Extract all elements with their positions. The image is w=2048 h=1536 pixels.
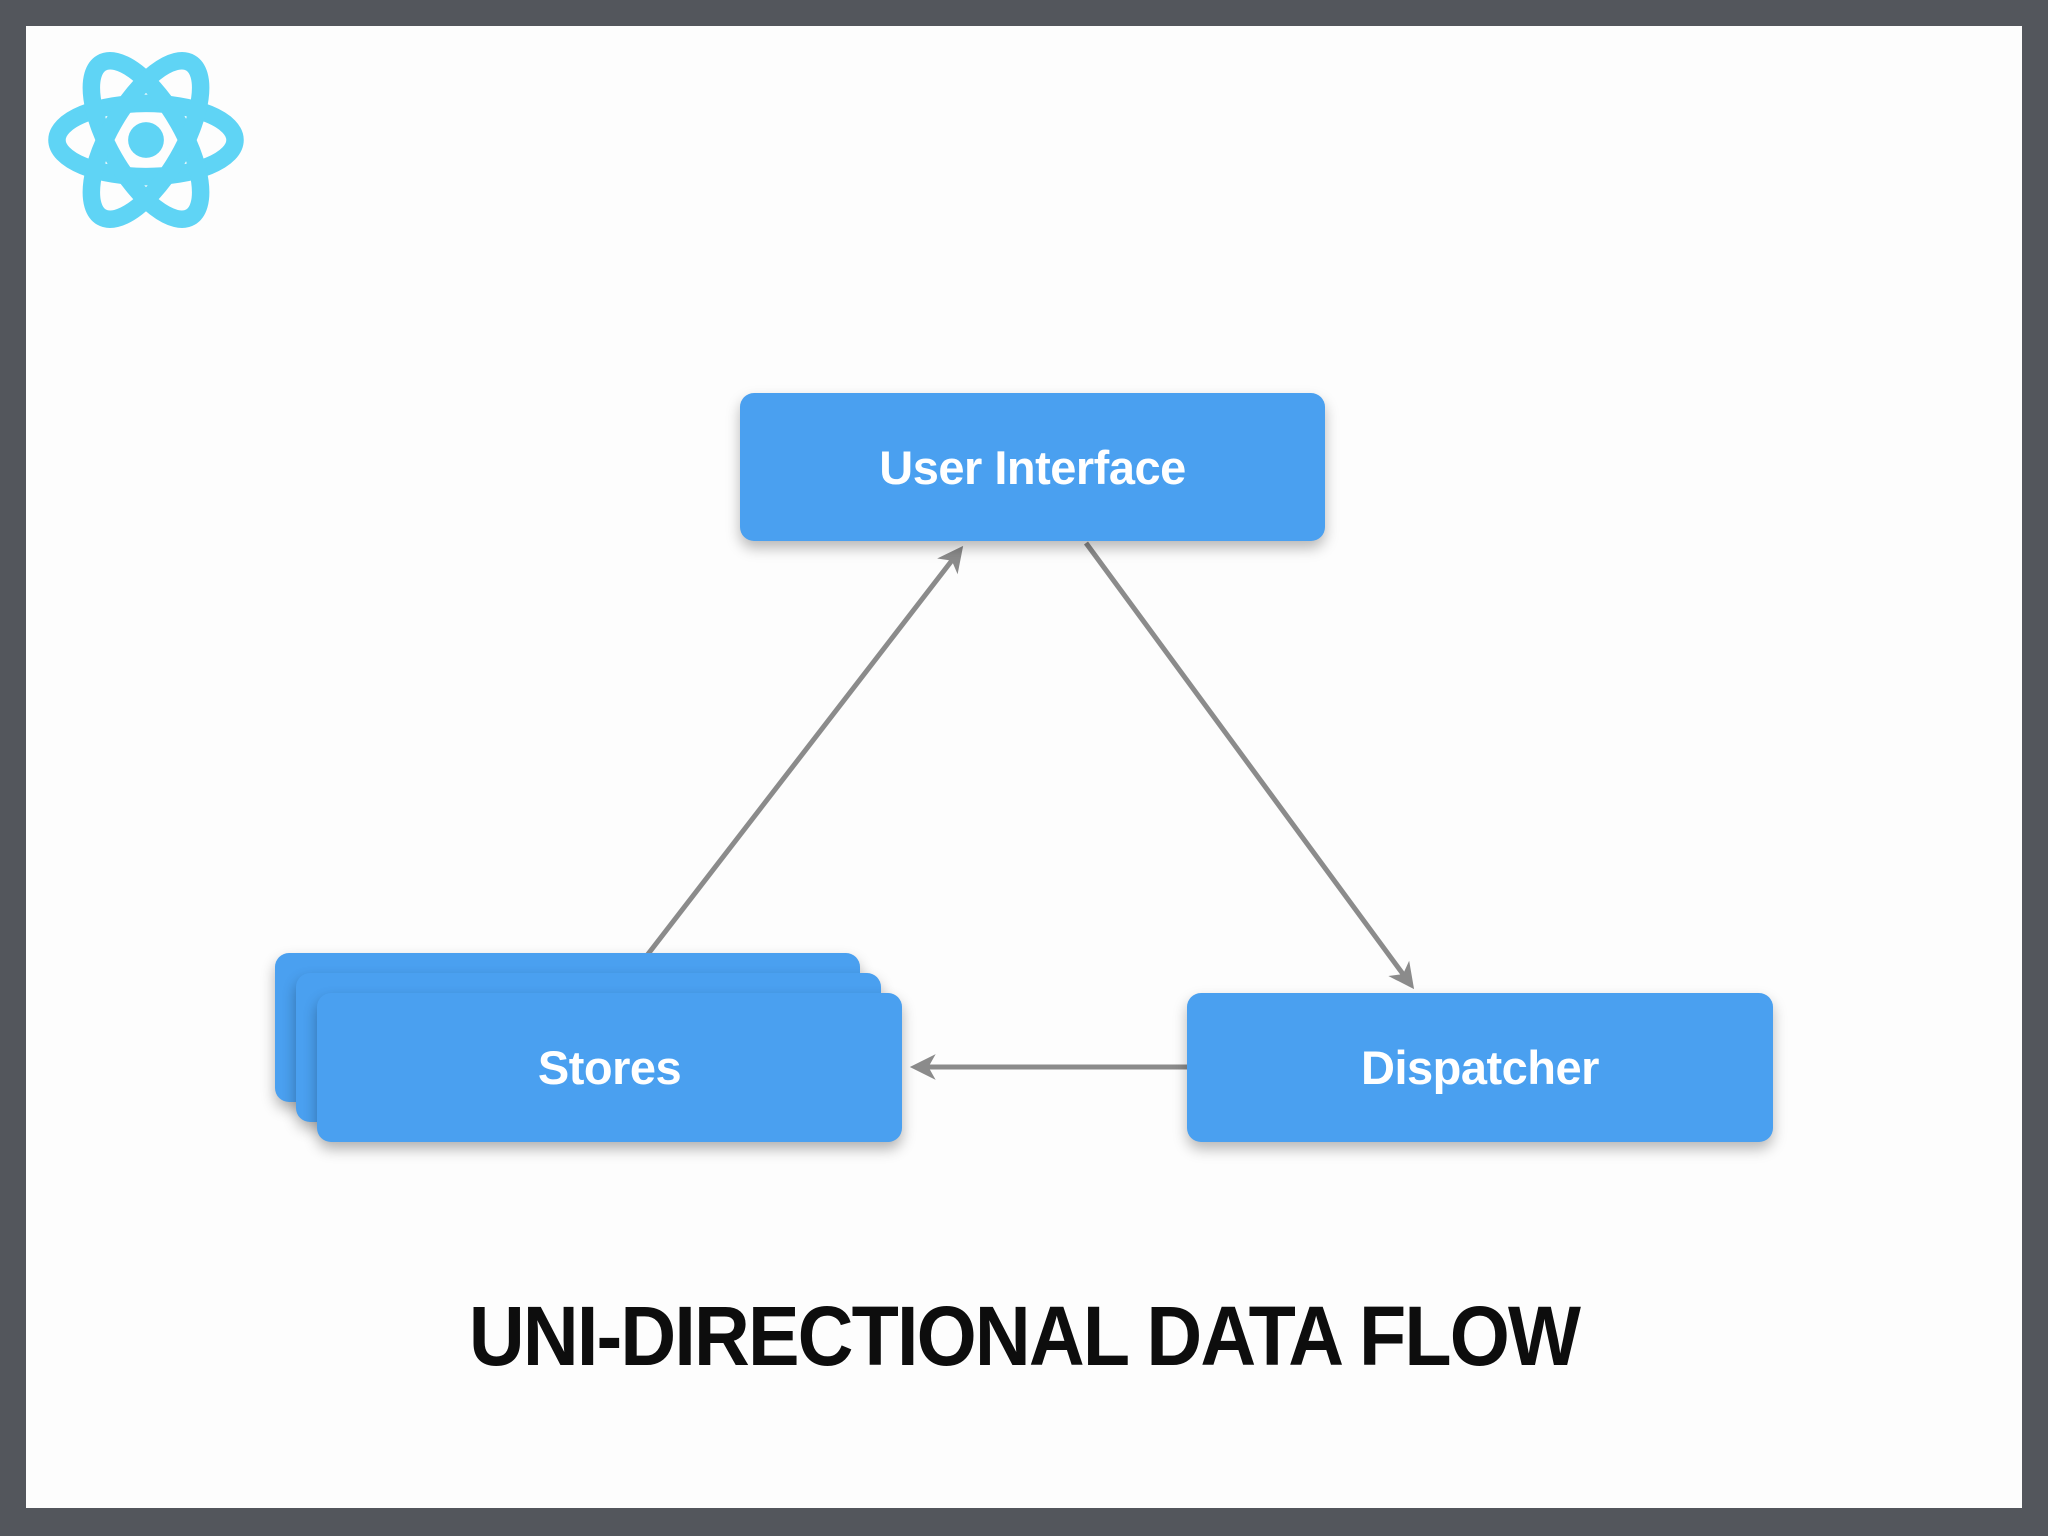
diagram-canvas: User Interface Stores Dispatcher UNI-DIR… bbox=[26, 26, 2022, 1508]
node-stores-label: Stores bbox=[537, 1041, 682, 1094]
edge-stores-to-user-interface bbox=[643, 545, 964, 960]
node-dispatcher-label: Dispatcher bbox=[1361, 1041, 1599, 1094]
react-logo-icon bbox=[48, 52, 244, 228]
node-user-interface-label: User Interface bbox=[879, 440, 1186, 494]
edge-user-interface-to-dispatcher bbox=[1083, 541, 1415, 990]
node-stores: Stores bbox=[317, 993, 902, 1142]
node-dispatcher: Dispatcher bbox=[1187, 993, 1773, 1142]
node-user-interface: User Interface bbox=[740, 393, 1325, 541]
arrow-layer bbox=[643, 541, 1415, 1080]
diagram-title: UNI-DIRECTIONAL DATA FLOW bbox=[468, 1289, 1581, 1383]
